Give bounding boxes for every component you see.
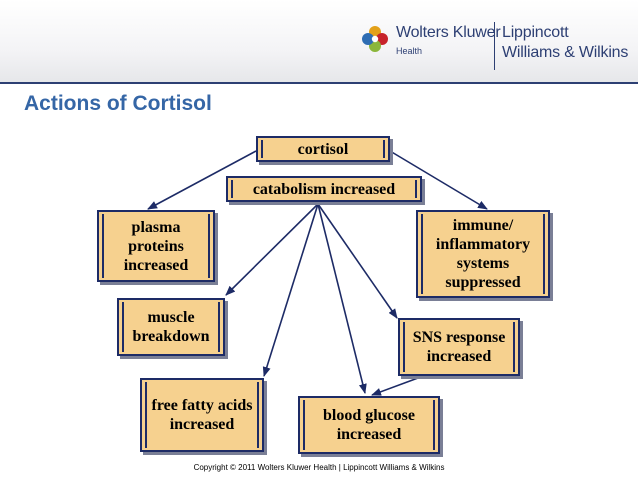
arrow-sns-response-to-blood-glucose [371, 377, 419, 396]
node-plasma-proteins-label: plasma proteins increased [123, 218, 189, 274]
arrow-catabolism-to-free-fatty-acids [262, 203, 319, 377]
brand-secondary-line1: Lippincott [502, 24, 569, 41]
node-free-fatty-acids-increased: free fatty acids increased [140, 378, 264, 452]
header-rule [0, 82, 638, 84]
node-plasma-proteins-increased: plasma proteins increased [97, 210, 215, 282]
node-catabolism-increased: catabolism increased [226, 176, 422, 202]
wolters-kluwer-logo-icon [362, 26, 388, 52]
node-free-fatty-acids-label: free fatty acids increased [151, 397, 253, 433]
slide-title: Actions of Cortisol [24, 92, 212, 115]
arrow-cortisol-to-immune [389, 150, 488, 210]
node-muscle-breakdown: muscle breakdown [117, 298, 225, 356]
slide-header: Wolters Kluwer Health Lippincott William… [0, 0, 638, 82]
node-blood-glucose-label: blood glucose increased [322, 407, 415, 443]
node-blood-glucose-increased: blood glucose increased [298, 396, 440, 454]
brand-secondary-line2: Williams & Wilkins [502, 44, 629, 61]
brand-divider [494, 22, 495, 70]
node-catabolism-label: catabolism increased [252, 180, 396, 198]
arrow-catabolism-to-muscle-breakdown [225, 203, 319, 296]
arrow-cortisol-to-plasma-proteins [147, 150, 257, 210]
brand-primary: Wolters Kluwer [396, 24, 501, 41]
node-sns-response-label: SNS response increased [412, 329, 506, 365]
node-cortisol: cortisol [256, 136, 390, 162]
arrow-catabolism-to-sns-response [317, 203, 398, 319]
node-immune-label: immune/ inflammatory systems suppressed [435, 217, 531, 291]
copyright-footer: Copyright © 2011 Wolters Kluwer Health |… [193, 463, 445, 472]
node-muscle-breakdown-label: muscle breakdown [132, 309, 210, 345]
brand-sub: Health [396, 46, 423, 56]
arrow-catabolism-to-blood-glucose [317, 203, 367, 394]
node-immune-suppressed: immune/ inflammatory systems suppressed [416, 210, 550, 298]
node-cortisol-label: cortisol [297, 140, 349, 158]
node-sns-response-increased: SNS response increased [398, 318, 520, 376]
